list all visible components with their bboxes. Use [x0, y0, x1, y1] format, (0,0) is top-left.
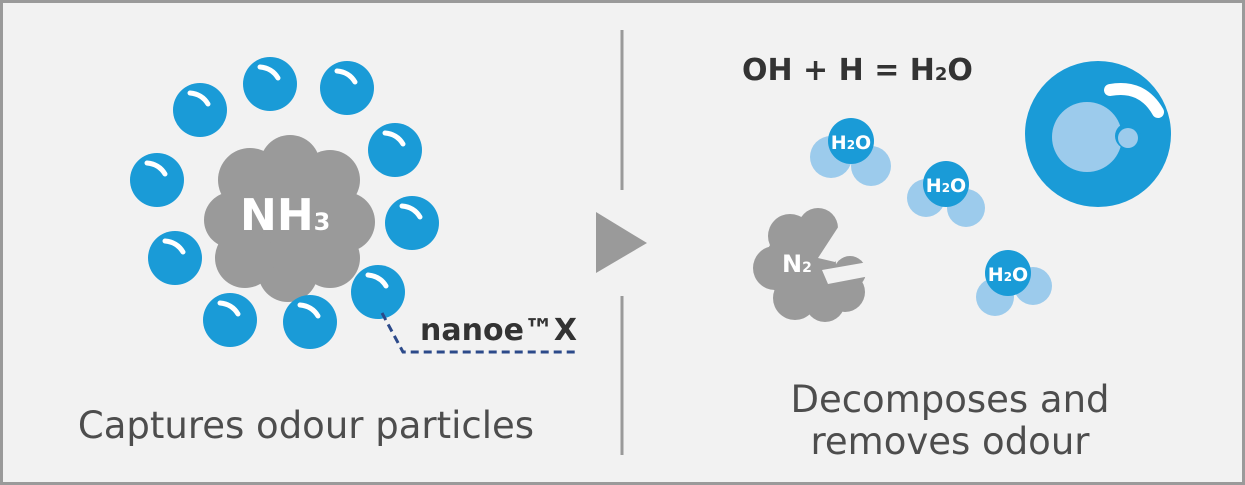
nh3-label: NH3 [240, 190, 330, 241]
water-molecule-2: H2O [907, 161, 985, 227]
nh3-cloud [204, 135, 375, 302]
ion-5 [130, 153, 184, 207]
right-caption-line2: removes odour [811, 420, 1091, 463]
ion-10 [283, 295, 337, 349]
svg-text:H2O: H2O [926, 175, 966, 197]
n2-label: N2 [782, 250, 812, 278]
ion-8 [351, 265, 405, 319]
ion-6 [385, 196, 439, 250]
right-caption-line1: Decomposes and [790, 378, 1109, 421]
nanoe-label: nanoe™X [420, 313, 577, 348]
ion-7 [148, 231, 202, 285]
ion-9 [203, 293, 257, 347]
svg-text:H2O: H2O [988, 264, 1028, 286]
ion-4 [368, 123, 422, 177]
ion-3 [173, 83, 227, 137]
oh-radical-bubble [1025, 61, 1171, 207]
ion-1 [243, 57, 297, 111]
n2-cloud [753, 208, 870, 322]
water-molecule-1: H2O [810, 118, 891, 186]
ion-2 [320, 61, 374, 115]
water-molecule-3: H2O [976, 250, 1052, 316]
left-caption: Captures odour particles [78, 404, 534, 447]
play-triangle-icon [596, 212, 647, 273]
equation: OH + H = H2O [742, 53, 973, 88]
right-panel: OH + H = H2O H2O H2O H2O [742, 53, 1171, 463]
nanoe-pointer-line [380, 312, 578, 354]
left-panel: NH3 nanoe™X Captures odour particles [78, 57, 578, 447]
svg-text:H2O: H2O [831, 132, 871, 154]
